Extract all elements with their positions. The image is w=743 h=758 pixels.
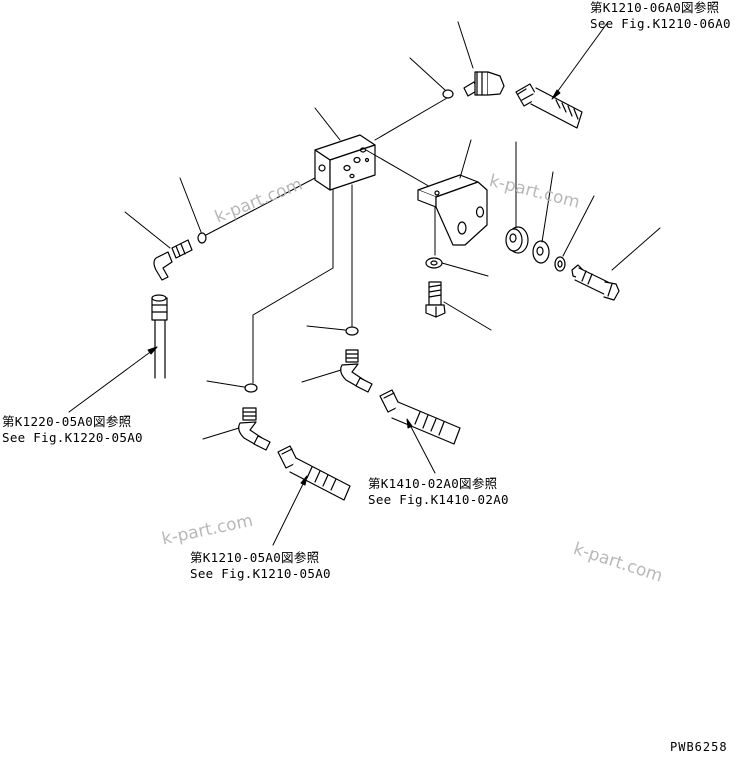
- hose-top-right: [515, 83, 583, 129]
- reference-arrows: [68, 21, 609, 546]
- washer-right: [532, 240, 550, 264]
- reference-label-k1210-05a0: 第K1210-05A0図参照 See Fig.K1210-05A0: [190, 550, 331, 582]
- reference-en: See Fig.K1220-05A0: [2, 430, 143, 445]
- o-ring-lower: [244, 383, 258, 393]
- elbow-fitting-top: [463, 71, 505, 97]
- lock-washer-right: [554, 256, 566, 272]
- o-ring-left: [197, 232, 207, 244]
- reference-label-k1220-05a0: 第K1220-05A0図参照 See Fig.K1220-05A0: [2, 414, 143, 446]
- elbow-fitting-middle: [340, 349, 373, 393]
- reference-en: See Fig.K1210-06A0: [590, 16, 731, 31]
- bolt-lower: [425, 281, 446, 318]
- reference-jp: 第K1210-05A0図参照: [190, 550, 320, 565]
- leader-lines: [124, 21, 661, 440]
- drawing-code: PWB6258: [670, 740, 728, 754]
- reference-jp: 第K1220-05A0図参照: [2, 414, 132, 429]
- assembly-lines: [205, 97, 448, 384]
- reference-en: See Fig.K1210-05A0: [190, 566, 331, 581]
- reference-label-k1410-02a0: 第K1410-02A0図参照 See Fig.K1410-02A0: [368, 476, 509, 508]
- hose-middle: [379, 389, 461, 445]
- hose-left: [151, 294, 168, 379]
- o-ring-middle: [345, 326, 359, 336]
- washer-lower: [425, 257, 443, 269]
- reference-jp: 第K1410-02A0図参照: [368, 476, 498, 491]
- bolt-right: [571, 264, 620, 301]
- reference-label-k1210-06a0: 第K1210-06A0図参照 See Fig.K1210-06A0: [590, 0, 731, 32]
- reference-jp: 第K1210-06A0図参照: [590, 0, 720, 15]
- elbow-fitting-left: [153, 239, 193, 281]
- junction-block: [314, 134, 376, 191]
- hose-lower: [277, 445, 351, 501]
- rubber-mount: [505, 226, 529, 254]
- reference-en: See Fig.K1410-02A0: [368, 492, 509, 507]
- o-ring-top: [442, 89, 454, 99]
- elbow-fitting-lower: [238, 407, 271, 451]
- bracket: [417, 174, 488, 246]
